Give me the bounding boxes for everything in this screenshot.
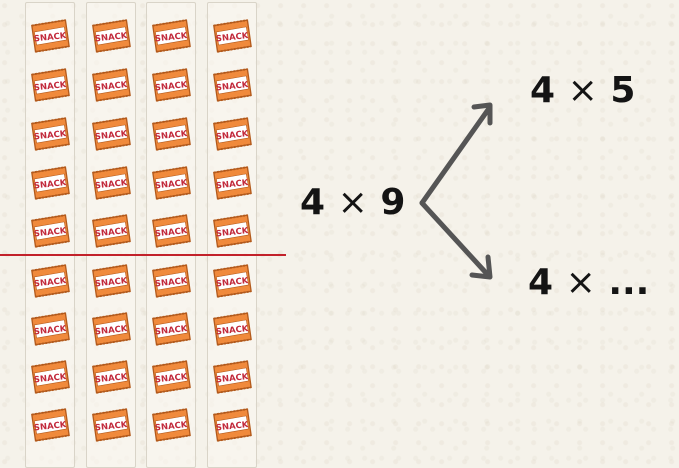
snack-label: SNACK <box>33 276 67 289</box>
snack-bag-icon: SNACK <box>31 166 70 200</box>
snack-bag-icon: SNACK <box>213 166 252 200</box>
snack-label: SNACK <box>154 420 188 433</box>
divider-line <box>0 254 286 256</box>
snack-bag-icon: SNACK <box>152 360 191 394</box>
snack-bag-icon: SNACK <box>92 117 131 151</box>
snack-label: SNACK <box>33 129 67 142</box>
snack-label: SNACK <box>33 80 67 93</box>
snack-bag-icon: SNACK <box>92 408 131 442</box>
snack-bag-icon: SNACK <box>152 68 191 102</box>
snack-label: SNACK <box>215 420 249 433</box>
snack-bag-icon: SNACK <box>31 214 70 248</box>
snack-bag-icon: SNACK <box>213 214 252 248</box>
snack-label: SNACK <box>33 324 67 337</box>
snack-bag-icon: SNACK <box>31 19 70 53</box>
snack-label: SNACK <box>154 372 188 385</box>
snack-bag-icon: SNACK <box>92 214 131 248</box>
arrow-up-head <box>471 102 493 126</box>
snack-label: SNACK <box>154 129 188 142</box>
snack-bag-icon: SNACK <box>92 312 131 346</box>
snack-bag-icon: SNACK <box>213 117 252 151</box>
snack-bag-icon: SNACK <box>31 117 70 151</box>
snack-bag-icon: SNACK <box>213 312 252 346</box>
snack-bag-icon: SNACK <box>31 312 70 346</box>
top-right: 5 <box>610 70 636 111</box>
bottom-op: × <box>565 262 596 303</box>
snack-label: SNACK <box>33 178 67 191</box>
snack-label: SNACK <box>94 324 128 337</box>
snack-bag-icon: SNACK <box>152 166 191 200</box>
snack-label: SNACK <box>154 324 188 337</box>
snack-label: SNACK <box>215 372 249 385</box>
arrow-up <box>419 104 493 206</box>
snack-bag-icon: SNACK <box>152 117 191 151</box>
snack-bag-icon: SNACK <box>31 68 70 102</box>
snack-bag-icon: SNACK <box>213 264 252 298</box>
snack-bag-icon: SNACK <box>31 360 70 394</box>
snack-bag-icon: SNACK <box>92 19 131 53</box>
snack-label: SNACK <box>94 178 128 191</box>
snack-label: SNACK <box>33 420 67 433</box>
top-expression: 4 × 5 <box>530 70 635 111</box>
snack-label: SNACK <box>154 276 188 289</box>
top-left: 4 <box>530 70 556 111</box>
snack-bag-icon: SNACK <box>213 19 252 53</box>
snack-bag-icon: SNACK <box>92 264 131 298</box>
snack-bag-icon: SNACK <box>152 214 191 248</box>
snack-bag-icon: SNACK <box>213 68 252 102</box>
snack-bag-icon: SNACK <box>31 408 70 442</box>
snack-label: SNACK <box>154 31 188 44</box>
snack-bag-icon: SNACK <box>31 264 70 298</box>
main-expression: 4 × 9 <box>300 182 405 223</box>
bottom-left: 4 <box>528 262 554 303</box>
snack-label: SNACK <box>215 31 249 44</box>
snack-label: SNACK <box>215 80 249 93</box>
snack-label: SNACK <box>215 226 249 239</box>
snack-bag-icon: SNACK <box>152 19 191 53</box>
snack-bag-icon: SNACK <box>92 166 131 200</box>
snack-label: SNACK <box>94 420 128 433</box>
arrow-down-head <box>469 254 493 280</box>
snack-label: SNACK <box>94 372 128 385</box>
snack-label: SNACK <box>154 226 188 239</box>
snack-bag-icon: SNACK <box>213 408 252 442</box>
snack-bag-icon: SNACK <box>152 264 191 298</box>
snack-label: SNACK <box>215 324 249 337</box>
snack-label: SNACK <box>94 31 128 44</box>
branch-arrows <box>419 102 493 280</box>
main-left: 4 <box>300 182 326 223</box>
bottom-right: ... <box>608 262 650 303</box>
snack-bag-icon: SNACK <box>152 408 191 442</box>
top-op: × <box>567 70 598 111</box>
snack-label: SNACK <box>215 178 249 191</box>
snack-label: SNACK <box>94 129 128 142</box>
snack-label: SNACK <box>154 178 188 191</box>
snack-label: SNACK <box>33 226 67 239</box>
snack-label: SNACK <box>154 80 188 93</box>
snack-label: SNACK <box>94 80 128 93</box>
snack-label: SNACK <box>33 31 67 44</box>
snack-label: SNACK <box>215 129 249 142</box>
snack-bag-icon: SNACK <box>213 360 252 394</box>
snack-label: SNACK <box>33 372 67 385</box>
main-right: 9 <box>380 182 406 223</box>
bottom-expression: 4 × ... <box>528 262 649 303</box>
snack-bag-icon: SNACK <box>92 68 131 102</box>
snack-bag-icon: SNACK <box>152 312 191 346</box>
arrow-down <box>419 200 491 278</box>
snack-bag-icon: SNACK <box>92 360 131 394</box>
main-op: × <box>337 182 368 223</box>
snack-label: SNACK <box>94 276 128 289</box>
snack-label: SNACK <box>215 276 249 289</box>
snack-label: SNACK <box>94 226 128 239</box>
